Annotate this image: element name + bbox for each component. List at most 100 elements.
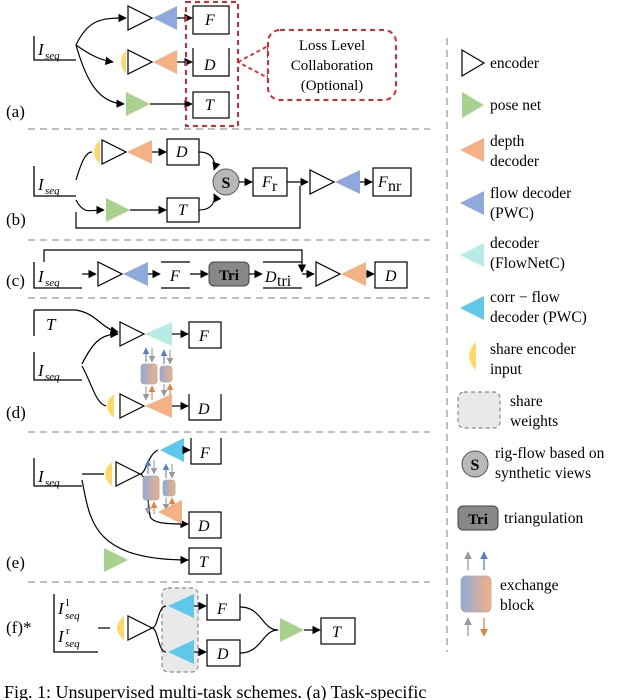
svg-text:F: F [377, 174, 388, 191]
svg-text:share encoder: share encoder [490, 341, 576, 358]
output-dtri: D tri [263, 261, 302, 290]
svg-text:tri: tri [277, 273, 292, 290]
share-input-icon [94, 140, 100, 164]
svg-text:F: F [204, 12, 215, 29]
panel-a-label: (a) [6, 102, 25, 121]
svg-text:decoder (PWC): decoder (PWC) [490, 309, 587, 326]
pose-net-icon [106, 198, 130, 222]
svg-text:T: T [332, 624, 342, 641]
svg-text:block: block [500, 597, 535, 614]
svg-text:input: input [490, 361, 523, 378]
output-d: D [166, 138, 200, 166]
input-sub-label: seq [45, 50, 60, 62]
input-t-label: T [46, 315, 57, 334]
svg-text:I: I [37, 467, 45, 486]
encoder-icon [309, 169, 336, 195]
input-bracket: I seq [33, 36, 76, 62]
legend-depth-decoder-icon [460, 138, 484, 162]
rig-flow-s-node: S [212, 168, 240, 196]
svg-text:(FlowNetC): (FlowNetC) [490, 255, 565, 272]
output-d: D [206, 639, 241, 667]
legend-share-weights-icon [457, 391, 501, 429]
output-t: T [166, 197, 200, 223]
svg-text:seq: seq [65, 638, 80, 650]
exchange-blocks [140, 347, 174, 401]
share-input-icon [121, 50, 126, 74]
depth-decoder-icon [145, 394, 172, 418]
svg-text:seq: seq [45, 185, 60, 197]
legend-encoder-icon [461, 48, 486, 78]
share-input-icon [117, 616, 124, 640]
panel-f-label: (f)* [6, 618, 31, 637]
output-d: D [188, 511, 222, 539]
output-d: D [374, 261, 408, 289]
corr-flow-decoder-icon [168, 594, 194, 618]
output-f: F [192, 5, 230, 35]
legend-rigflow-icon: S [461, 450, 489, 478]
svg-text:D: D [197, 401, 210, 418]
encoder-icon [127, 49, 154, 75]
figure-caption: Fig. 1: Unsupervised multi-task schemes.… [4, 682, 426, 700]
output-f: F [206, 594, 241, 621]
legend-corr-flow-decoder-icon [460, 296, 484, 320]
panel-d: (d) T I seq F D [6, 309, 222, 422]
flow-decoder-icon [153, 6, 177, 30]
svg-text:D: D [216, 646, 229, 663]
legend-flownetc-decoder-icon [460, 243, 484, 267]
panel-f: (f)* I l seq I r seq F D [6, 587, 356, 673]
encoder-icon [101, 139, 128, 165]
panel-separators [28, 38, 448, 652]
encoder-icon [127, 5, 154, 31]
svg-text:F: F [216, 601, 227, 618]
svg-text:l: l [66, 597, 69, 609]
pose-net-icon [280, 618, 304, 642]
corr-flow-decoder-icon [160, 438, 184, 462]
svg-text:T: T [178, 202, 188, 219]
svg-text:Tri: Tri [219, 268, 239, 284]
output-t: T [320, 617, 356, 645]
svg-text:T: T [199, 554, 209, 571]
encoder-icon [97, 261, 124, 287]
svg-text:flow decoder: flow decoder [490, 185, 572, 202]
legend-pose-net-icon [462, 92, 484, 118]
corr-flow-decoder-icon [168, 640, 194, 664]
legend: encoder pose net depth decoder flow deco… [457, 48, 605, 637]
panel-b-label: (b) [6, 210, 26, 229]
svg-text:rig-flow based on: rig-flow based on [495, 445, 605, 462]
svg-text:seq: seq [65, 610, 80, 622]
flow-decoder-icon [335, 170, 360, 194]
svg-text:seq: seq [45, 277, 60, 289]
svg-text:Tri: Tri [468, 512, 488, 528]
svg-text:triangulation: triangulation [504, 510, 583, 527]
svg-text:I: I [57, 599, 65, 618]
encoder-icon [119, 393, 146, 419]
svg-text:(Optional): (Optional) [301, 78, 363, 94]
exchange-blocks [142, 459, 176, 515]
legend-tri-icon: Tri [457, 505, 499, 531]
panel-e: (e) I seq F D T [6, 438, 222, 575]
output-t: T [192, 91, 230, 119]
svg-text:I: I [37, 267, 45, 286]
pose-net-icon [104, 548, 128, 572]
encoder-icon [115, 461, 142, 487]
loss-level-callout: Loss Level Collaboration (Optional) [236, 29, 397, 101]
encoder-icon [315, 261, 342, 287]
panel-a: (a) I seq F D [6, 1, 397, 127]
svg-text:depth: depth [490, 133, 525, 150]
legend-share-input-icon [469, 342, 476, 370]
svg-text:corr − flow: corr − flow [490, 289, 561, 306]
flow-decoder-icon [123, 262, 148, 286]
svg-text:decoder: decoder [490, 153, 540, 170]
depth-decoder-icon [153, 50, 177, 74]
output-d: D [192, 48, 230, 77]
input-i-label: I [37, 40, 45, 59]
legend-exchange-block-icon [460, 551, 492, 637]
output-f: F [188, 321, 222, 349]
svg-text:seq: seq [45, 477, 60, 489]
svg-text:D: D [384, 268, 397, 285]
share-input-icon [105, 462, 112, 486]
svg-text:F: F [169, 268, 180, 285]
svg-text:seq: seq [45, 371, 60, 383]
panel-c: (c) I seq F Tri D tri D [6, 249, 408, 290]
